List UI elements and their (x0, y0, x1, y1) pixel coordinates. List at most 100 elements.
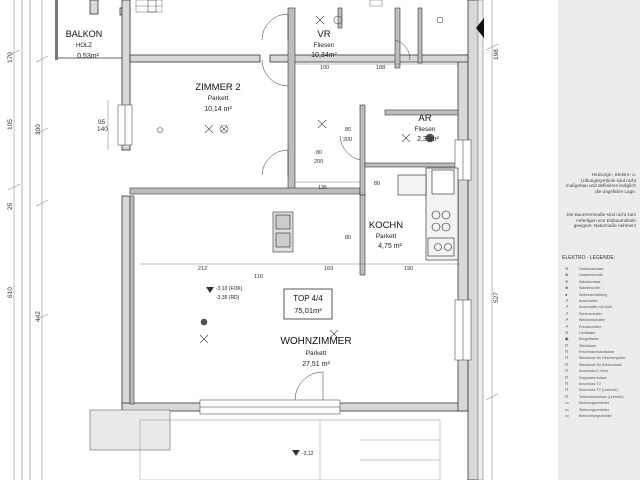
legend-item: ✕Wandauslass (561, 279, 639, 285)
vr-floor: Fliesen (314, 42, 335, 49)
legend-item: ⊓Steckdose für Kühlschrank (561, 362, 639, 368)
dim-left-140: 140 (97, 126, 108, 133)
dim-inner-200b: 200 (314, 159, 323, 165)
legend-item: ◉Klingeltaster (561, 336, 639, 342)
legend-label: Ausschalter mit Licht (579, 305, 613, 310)
room-ar: AR Fliesen 2,33m² (415, 113, 440, 143)
legend-item: ⊓ Anschluss TV (561, 381, 639, 387)
room-zimmer2: ZIMMER 2 Parkett 10,14 m² (195, 82, 240, 113)
dimension-labels-left: 170 105 25 610 442 300 95 140 (7, 52, 108, 322)
dim-right-527: 527 (493, 292, 500, 303)
legend-label: Wohnungsverteiler (579, 407, 609, 412)
balkon-name: BALKON (66, 29, 103, 39)
legend-label: Steckdose für Geschirrspüler (579, 356, 626, 361)
legend-item: ↗Kreuzschalter (561, 324, 639, 330)
balkon-floor: HOLZ (76, 43, 92, 49)
balkon-area: 0,53m² (77, 53, 99, 60)
wohnzimmer-floor: Parkett (306, 350, 327, 357)
legend-symbol-icon: ⊓ (565, 374, 569, 380)
legend-item: ⊓Anschluss TV (Leerrohr) (561, 387, 639, 393)
legend-symbol-icon: ▭ (565, 406, 569, 412)
dim-inner-100: 100 (320, 65, 329, 71)
legend-symbol-icon: ▭ (565, 412, 569, 418)
level-marks: -3,10 (FOK) -3,35 (RD) -3,12 (206, 286, 314, 457)
unit-area: 75,01m² (294, 306, 322, 315)
floor-plan: BALKON HOLZ 0,53m² ZIMMER 2 Parkett 10,1… (7, 0, 500, 480)
dimension-labels-right: 198 527 (493, 49, 500, 303)
dim-inner-190: 190 (404, 266, 413, 272)
legend-item: ⊗ Wandleuchte (561, 285, 639, 291)
dim-left-300: 300 (35, 124, 42, 135)
legend-item: ⊓Anschluss E-Herd (561, 368, 639, 374)
legend-label: Wandleuchte (579, 286, 600, 291)
north-arrow-icon (476, 18, 484, 38)
dim-left-95: 95 (98, 119, 106, 126)
legend-panel: Heizungs-, Elektro- u. Lüftungssymbole s… (558, 0, 640, 480)
legend-label: Kreuzschalter (579, 324, 601, 329)
level-mark-3: -3,12 (302, 451, 314, 457)
electrical-symbols (157, 15, 444, 344)
vr-name: VR (317, 29, 330, 40)
ar-floor: Fliesen (415, 126, 436, 133)
legend-label: Wandauslass (579, 279, 601, 284)
legend-item: ↗ Serienschalter (561, 311, 639, 317)
level-mark-rd: -3,35 (RD) (216, 295, 240, 301)
legend-item: ⊓Telefonanschluss (Leerrohr) (561, 394, 639, 400)
legend-label: Anschluss TV (579, 382, 601, 387)
note-measure: Die Baurrennmaße sind nicht zum Anfertig… (566, 212, 636, 229)
legend-symbol-icon: ↗ (565, 310, 569, 316)
door-swings (261, 13, 411, 401)
zimmer2-area: 10,14 m² (204, 106, 232, 113)
room-kochn: KOCHN Parkett 4,75 m² (369, 220, 403, 250)
legend-item: ↗Ausschalter (561, 298, 639, 304)
dim-left-105: 105 (7, 119, 14, 130)
zimmer2-floor: Parkett (208, 95, 229, 102)
dim-left-25: 25 (7, 202, 14, 210)
legend-item: ⊗Deckenleuchte (561, 272, 639, 278)
legend-symbol-icon: ⊓ (565, 342, 569, 348)
legend-label: Anschluss E-Herd (579, 369, 608, 374)
legend-label: Deckenleuchte (579, 273, 603, 278)
interior-walls (129, 7, 459, 405)
level-mark-fok: -3,10 (FOK) (216, 286, 243, 292)
room-wohnzimmer: WOHNZIMMER Parkett 27,51 m² (280, 336, 351, 368)
legend-item: ⊙Lichttaster (561, 330, 639, 336)
room-vr: VR Fliesen 10,34m² (311, 29, 337, 59)
dim-left-170: 170 (7, 52, 14, 63)
dim-inner-200a: 200 (343, 137, 352, 143)
legend-symbol-icon: ▭ (565, 400, 569, 406)
dim-inner-80c: 80 (345, 235, 351, 241)
dimension-labels-inner: 100 188 80 200 80 200 135 212 169 190 11… (198, 65, 413, 280)
legend-item: ▭Wohnungsverteiler (561, 400, 639, 406)
room-balkon: BALKON HOLZ 0,53m² (66, 29, 103, 60)
legend-symbol-icon: ✕ (565, 266, 569, 271)
legend-item: ⊓ Steckdose für Geschirrspüler (561, 355, 639, 361)
legend-title: ELEKTRO - LEGENDE: (562, 255, 616, 261)
legend-label: Steckdose für Kühlschrank (579, 362, 622, 367)
legend-label: Serienschalter (579, 311, 602, 316)
legend-symbol-icon: ⊓ (565, 393, 569, 399)
dim-inner-80d: 80 (374, 181, 380, 187)
kochn-name: KOCHN (369, 220, 403, 231)
legend-symbol-icon: ⊓ (565, 381, 569, 387)
ar-name: AR (418, 113, 431, 124)
dim-inner-169: 169 (324, 266, 333, 272)
legend-item: ▭Beleuchtungsmelder (561, 413, 639, 419)
dim-inner-188: 188 (376, 65, 385, 71)
legend-item: ↗ Ausschalter mit Licht (561, 304, 639, 310)
legend-item: ✕ Deckenauslass (561, 266, 639, 272)
note-heating: Heizungs-, Elektro- u. Lüftungssymbole s… (565, 172, 636, 194)
legend-symbol-icon: ◉ (565, 336, 569, 342)
legend-label: Deckenauslass (579, 267, 604, 271)
legend-symbol-icon: ↗ (565, 297, 569, 303)
legend-symbol-icon: ⊓ (565, 355, 569, 361)
legend-symbol-icon: ⊓ (565, 349, 569, 355)
legend-symbol-icon: ⊗ (565, 285, 569, 291)
kochn-floor: Parkett (376, 233, 397, 240)
legend-symbol-icon: ⊓ (565, 387, 569, 393)
legend-label: Lichttaster (579, 330, 596, 335)
legend-item: ▭ Wohnungsverteiler (561, 407, 639, 413)
legend-list: ✕Deckenauslass⊗Deckenleuchte✕Wandauslass… (561, 266, 639, 419)
legend-symbol-icon: ↗ (565, 304, 569, 310)
ar-area: 2,33m² (417, 136, 439, 143)
